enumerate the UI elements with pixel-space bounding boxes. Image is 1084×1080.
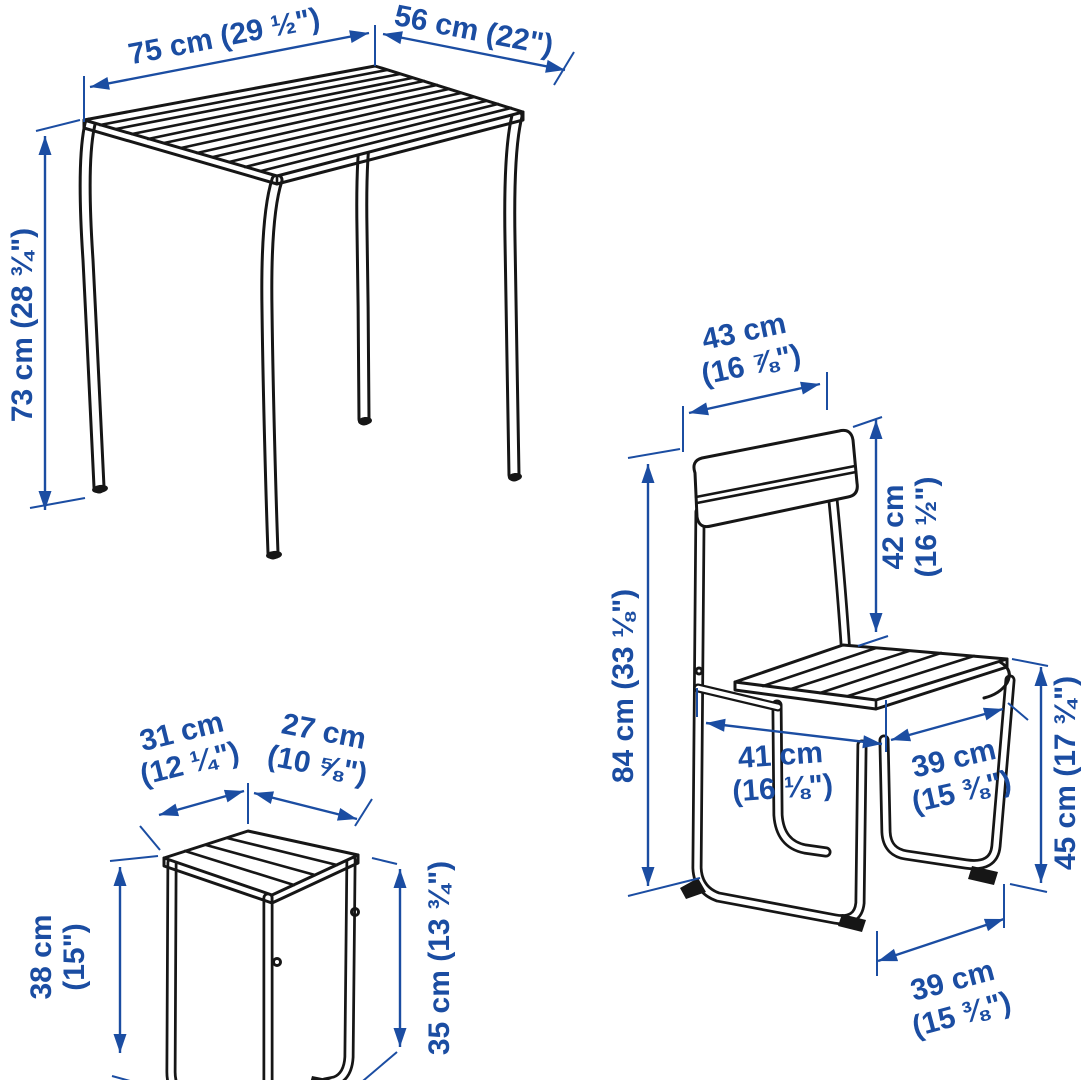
chair-seat-width-inches: (16 ⅛") (731, 768, 834, 808)
stool-screw-icon (272, 957, 282, 967)
stool-top-depth-dimension: 27 cm (10 ⅝") (253, 707, 373, 827)
chair-screw-icon (694, 666, 704, 676)
chair-seat (733, 643, 1011, 711)
stool-illustration (162, 829, 360, 1080)
table-height-label: 73 cm (28 ¾") (6, 228, 39, 422)
stool-height-value: 38 cm (25, 914, 58, 999)
chair-backrest-height-dimension: 42 cm (16 ½") (852, 416, 943, 647)
chair-backrest-height-inches: (16 ½") (910, 477, 943, 578)
table-top (82, 64, 525, 186)
table-legs (78, 105, 524, 560)
chair-seat-height-dimension: 45 cm (17 ¾") (1009, 658, 1082, 893)
chair-seat-height-label: 45 cm (17 ¾") (1049, 676, 1082, 870)
stool-seat-height-dimension: 35 cm (13 ¾") (362, 857, 456, 1080)
chair-seat-width-dimension: 41 cm (16 ⅛") (696, 688, 887, 808)
chair-backrest-height-value: 42 cm (877, 484, 910, 569)
chair-total-height-dimension: 84 cm (33 ⅛") (607, 448, 701, 897)
stool-screw-icon (350, 907, 360, 917)
chair-seat-bracket (982, 660, 1011, 700)
chair-back-width-dimension: 43 cm (16 ⅞") (682, 307, 828, 452)
chair-illustration (680, 428, 1016, 932)
chair-base-depth-dimension: 39 cm (15 ⅜") (876, 884, 1015, 1044)
chair-seat-depth-dimension: 39 cm (15 ⅜") (890, 702, 1029, 819)
table-height-dimension: 73 cm (28 ¾") (6, 119, 86, 510)
stool-height-inches: (15") (58, 923, 91, 991)
table-depth-dimension: 56 cm (22") (382, 0, 575, 86)
stool-seat-height-label: 35 cm (13 ¾") (423, 861, 456, 1055)
stool-height-dimension: 38 cm (15") (25, 855, 159, 1080)
stool-legs (165, 854, 360, 1080)
chair-frame (691, 484, 1016, 926)
stool-top-width-dimension: 31 cm (12 ¼") (136, 705, 249, 851)
chair-backrest (692, 428, 859, 529)
chair-total-height-label: 84 cm (33 ⅛") (607, 589, 640, 783)
table-illustration (78, 64, 525, 560)
chair-seat-width-value: 41 cm (737, 736, 824, 775)
chair-feet (680, 666, 998, 932)
stool-seat (162, 829, 360, 905)
